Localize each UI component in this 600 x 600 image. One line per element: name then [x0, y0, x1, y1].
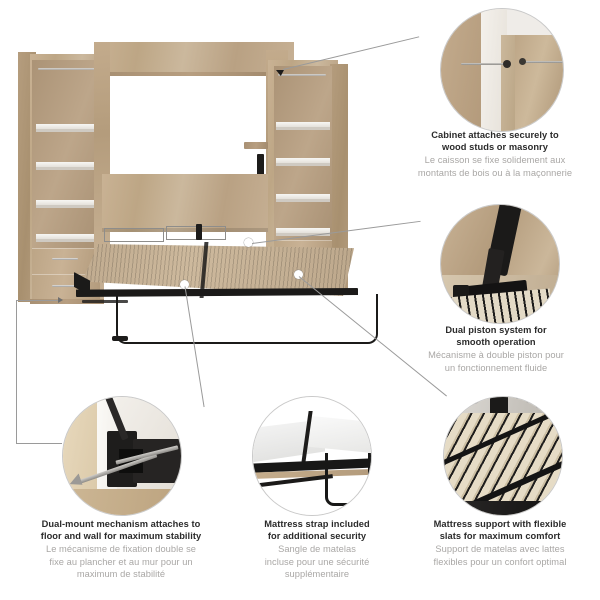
caption-cabinet-mount: Cabinet attaches securely to wood studs …	[390, 129, 600, 179]
caption-fr-line1: Sangle de matelas	[278, 543, 356, 554]
caption-fr-line1: Le caisson se fixe solidement aux	[424, 154, 566, 165]
caption-fr-line3: maximum de stabilité	[76, 569, 166, 580]
bed-support-leg	[116, 294, 378, 344]
caption-en-line2: slats for maximum comfort	[439, 531, 561, 542]
caption-mattress-support: Mattress support with flexible slats for…	[400, 518, 600, 568]
caption-fr-line1: Support de matelas avec lattes	[435, 543, 565, 554]
caption-fr-line2: montants de bois ou à la maçonnerie	[417, 167, 573, 178]
caption-fr-line2: incluse pour une sécurité	[264, 556, 370, 567]
cabinet-opening	[108, 76, 268, 172]
callout-dot-piston	[244, 238, 253, 247]
caption-en-line2: wood studs or masonry	[442, 142, 548, 153]
caption-fr-line3: supplémentaire	[284, 569, 350, 580]
leader-line-dualmount-top	[16, 300, 61, 301]
caption-en-line1: Mattress strap included	[264, 519, 370, 529]
callout-dot-slats	[294, 270, 303, 279]
caption-fr-line2: flexibles pour un confort optimal	[433, 556, 567, 567]
caption-en-line2: floor and wall for maximum stability	[40, 531, 202, 542]
caption-dual-mount: Dual-mount mechanism attaches to floor a…	[5, 518, 237, 581]
caption-en-line1: Mattress support with flexible	[433, 519, 567, 529]
caption-fr-line2: un fonctionnement fluide	[444, 362, 548, 373]
caption-en-line2: for additional security	[267, 531, 367, 542]
caption-en-line1: Dual piston system for	[445, 325, 547, 335]
caption-fr-line2: fixe au plancher et au mur pour un	[49, 556, 193, 567]
detail-circle-dual-piston	[440, 204, 560, 324]
caption-en-line2: smooth operation	[456, 337, 536, 348]
caption-dual-piston: Dual piston system for smooth operation …	[392, 324, 600, 374]
detail-circle-mattress-strap	[252, 396, 372, 516]
caption-mattress-strap: Mattress strap included for additional s…	[228, 518, 406, 581]
leader-line-dualmount-vertical	[16, 300, 17, 443]
caption-en-line1: Dual-mount mechanism attaches to	[41, 519, 201, 529]
callout-dot-strap	[180, 280, 189, 289]
caption-fr-line1: Le mécanisme de fixation double se	[45, 543, 197, 554]
caption-en-line1: Cabinet attaches securely to	[431, 130, 559, 140]
leader-line-dualmount-bottom	[16, 443, 62, 444]
caption-fr-line1: Mécanisme à double piston pour	[428, 349, 564, 360]
bed-platform	[74, 224, 378, 344]
leader-arrow-dualmount	[58, 297, 63, 303]
detail-circle-cabinet-mount	[440, 8, 564, 132]
detail-circle-dual-mount	[62, 396, 182, 516]
hero-product-image	[18, 42, 378, 344]
detail-circle-mattress-support	[443, 396, 563, 516]
